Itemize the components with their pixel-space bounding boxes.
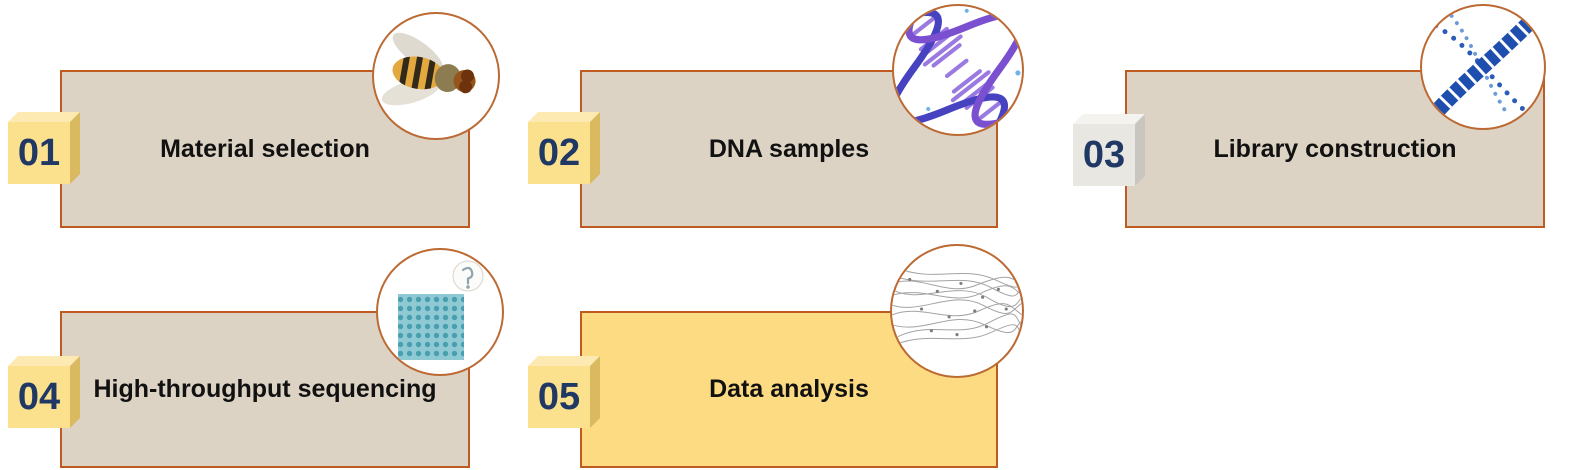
cube-top-face [8, 112, 80, 122]
cube-side-face [1135, 114, 1145, 186]
cube-side-face [70, 112, 80, 184]
cube-side-face [590, 112, 600, 184]
dna-helix-icon [894, 6, 1022, 134]
cube-top-face [528, 112, 600, 122]
step-number-cube-2: 02 [528, 112, 600, 184]
step-label-1: Material selection [160, 134, 370, 163]
cube-top-face [8, 356, 80, 366]
step-label-5: Data analysis [709, 375, 869, 403]
step-number-3: 03 [1073, 124, 1135, 186]
step-number-4: 04 [8, 366, 70, 428]
step-number-cube-4: 04 [8, 356, 80, 428]
step-number-cube-5: 05 [528, 356, 600, 428]
hoverfly-icon [381, 32, 476, 106]
step-number-1: 01 [8, 122, 70, 184]
cube-side-face [70, 356, 80, 428]
data-network-icon [892, 269, 1022, 345]
step-icon-circle-5 [890, 244, 1024, 378]
flow-cell-chip-icon [398, 260, 484, 360]
cube-top-face [528, 356, 600, 366]
step-label-3: Library construction [1213, 134, 1457, 163]
step-icon-circle-4 [376, 248, 504, 376]
step-label-2: DNA samples [708, 134, 870, 163]
step-number-5: 05 [528, 366, 590, 428]
step-icon-circle-3 [1420, 4, 1546, 130]
step-number-cube-3: 03 [1073, 114, 1145, 186]
dna-library-icon [1431, 13, 1535, 119]
step-icon-circle-2 [892, 4, 1024, 136]
step-label-4: High-throughput sequencing [93, 375, 437, 403]
step-number-cube-1: 01 [8, 112, 80, 184]
cube-side-face [590, 356, 600, 428]
step-icon-circle-1 [372, 12, 500, 140]
cube-top-face [1073, 114, 1145, 124]
step-number-2: 02 [528, 122, 590, 184]
